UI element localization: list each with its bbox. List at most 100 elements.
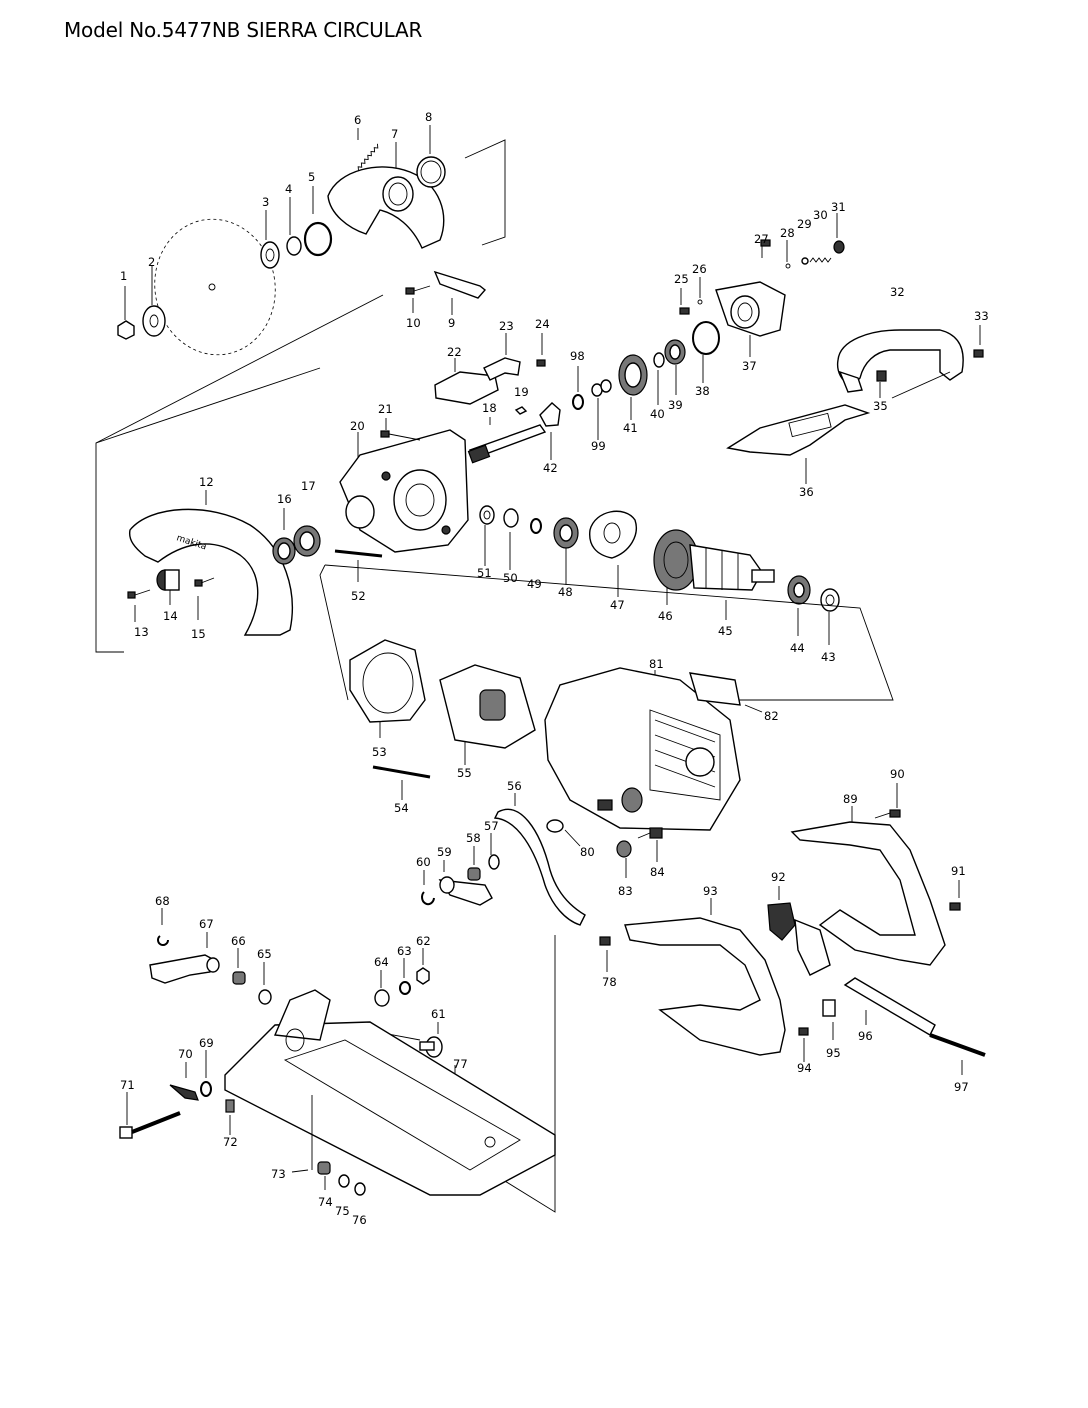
part-55-field bbox=[439, 664, 536, 765]
part-56-depth-guide bbox=[493, 793, 586, 1213]
part-label-39: 39 bbox=[668, 398, 683, 412]
part-65-washer bbox=[258, 962, 272, 1005]
part-58-nut bbox=[467, 846, 481, 881]
part-label-47: 47 bbox=[610, 598, 625, 612]
part-22-cover bbox=[434, 358, 499, 405]
part-38-oring bbox=[692, 321, 720, 383]
part-82-label bbox=[689, 672, 763, 713]
part-label-31: 31 bbox=[831, 200, 846, 214]
part-24-screw bbox=[536, 333, 546, 367]
part-67-clamp-lever bbox=[149, 932, 220, 984]
part-13-screw bbox=[127, 589, 151, 622]
part-label-69: 69 bbox=[199, 1036, 214, 1050]
part-label-56: 56 bbox=[507, 779, 522, 793]
part-6-spring bbox=[357, 128, 379, 172]
part-53-fan-guide bbox=[349, 639, 426, 738]
part-44-bearing bbox=[787, 575, 811, 636]
part-41-gear bbox=[618, 354, 648, 420]
part-57-washer bbox=[488, 833, 500, 870]
part-97-cord bbox=[929, 1033, 986, 1075]
part-label-61: 61 bbox=[431, 1007, 446, 1021]
part-label-13: 13 bbox=[134, 625, 149, 639]
part-label-95: 95 bbox=[826, 1046, 841, 1060]
part-label-26: 26 bbox=[692, 262, 707, 276]
part-label-38: 38 bbox=[695, 384, 710, 398]
part-label-32: 32 bbox=[890, 285, 905, 299]
part-72-screw bbox=[225, 1099, 235, 1135]
part-label-15: 15 bbox=[191, 627, 206, 641]
part-16-bearing bbox=[272, 508, 296, 565]
part-71-bolt bbox=[119, 1092, 181, 1139]
saw-blade bbox=[154, 218, 276, 356]
part-label-99: 99 bbox=[591, 439, 606, 453]
part-47-baffle bbox=[589, 510, 637, 597]
part-label-65: 65 bbox=[257, 947, 272, 961]
part-label-70: 70 bbox=[178, 1047, 193, 1061]
part-label-63: 63 bbox=[397, 944, 412, 958]
upper-guard-frame bbox=[95, 139, 506, 653]
part-label-19: 19 bbox=[514, 385, 529, 399]
part-label-93: 93 bbox=[703, 884, 718, 898]
part-label-18: 18 bbox=[482, 401, 497, 415]
part-label-84: 84 bbox=[650, 865, 665, 879]
part-label-43: 43 bbox=[821, 650, 836, 664]
part-label-10: 10 bbox=[406, 316, 421, 330]
part-label-2: 2 bbox=[148, 255, 155, 269]
part-68-ring bbox=[157, 908, 169, 946]
part-74-nut bbox=[317, 1161, 331, 1190]
part-label-37: 37 bbox=[742, 359, 757, 373]
part-32-handle bbox=[836, 329, 964, 393]
part-9-guard-lever bbox=[433, 270, 487, 315]
part-label-90: 90 bbox=[890, 767, 905, 781]
part-18-spindle bbox=[467, 417, 547, 464]
part-17-bearing bbox=[293, 525, 321, 557]
part-81-motor-housing bbox=[544, 667, 741, 831]
part-label-30: 30 bbox=[813, 208, 828, 222]
part-90-screw bbox=[874, 783, 901, 819]
part-label-52: 52 bbox=[351, 589, 366, 603]
part-label-20: 20 bbox=[350, 419, 365, 433]
part-26-pin bbox=[697, 277, 703, 305]
part-64-washer bbox=[374, 970, 390, 1007]
part-25-screw bbox=[679, 288, 690, 315]
part-label-28: 28 bbox=[780, 226, 795, 240]
part-62-nut bbox=[416, 948, 430, 985]
part-label-96: 96 bbox=[858, 1029, 873, 1043]
part-2-outer-flange bbox=[142, 266, 166, 337]
part-59-clamp bbox=[438, 860, 493, 906]
part-75-washer bbox=[338, 1174, 350, 1188]
part-5-retaining-ring bbox=[303, 186, 333, 257]
part-label-83: 83 bbox=[618, 884, 633, 898]
part-30-spring bbox=[809, 257, 832, 263]
part-48-bearing bbox=[553, 517, 579, 585]
part-83-brush-cap bbox=[616, 840, 632, 878]
part-label-71: 71 bbox=[120, 1078, 135, 1092]
part-label-36: 36 bbox=[799, 485, 814, 499]
part-label-94: 94 bbox=[797, 1061, 812, 1075]
part-96-cord-guard bbox=[843, 977, 936, 1036]
part-1-hex-bolt bbox=[117, 286, 135, 340]
part-label-16: 16 bbox=[277, 492, 292, 506]
part-label-23: 23 bbox=[499, 319, 514, 333]
part-label-46: 46 bbox=[658, 609, 673, 623]
part-36-plate bbox=[726, 404, 871, 484]
part-4-ring bbox=[286, 197, 302, 256]
part-label-24: 24 bbox=[535, 317, 550, 331]
part-35-screw bbox=[876, 370, 951, 399]
part-15-screw bbox=[194, 577, 215, 620]
part-label-27: 27 bbox=[754, 232, 769, 246]
part-label-35: 35 bbox=[873, 399, 888, 413]
part-76-washer bbox=[354, 1182, 366, 1196]
part-93-handle-half bbox=[624, 898, 786, 1056]
part-label-5: 5 bbox=[308, 170, 315, 184]
part-label-75: 75 bbox=[335, 1204, 350, 1218]
part-label-25: 25 bbox=[674, 272, 689, 286]
part-77-base bbox=[224, 989, 556, 1196]
part-label-40: 40 bbox=[650, 407, 665, 421]
part-19-key bbox=[514, 406, 528, 415]
part-label-97: 97 bbox=[954, 1080, 969, 1094]
part-label-78: 78 bbox=[602, 975, 617, 989]
part-label-29: 29 bbox=[797, 217, 812, 231]
part-3-inner-flange bbox=[260, 210, 280, 269]
part-label-14: 14 bbox=[163, 609, 178, 623]
